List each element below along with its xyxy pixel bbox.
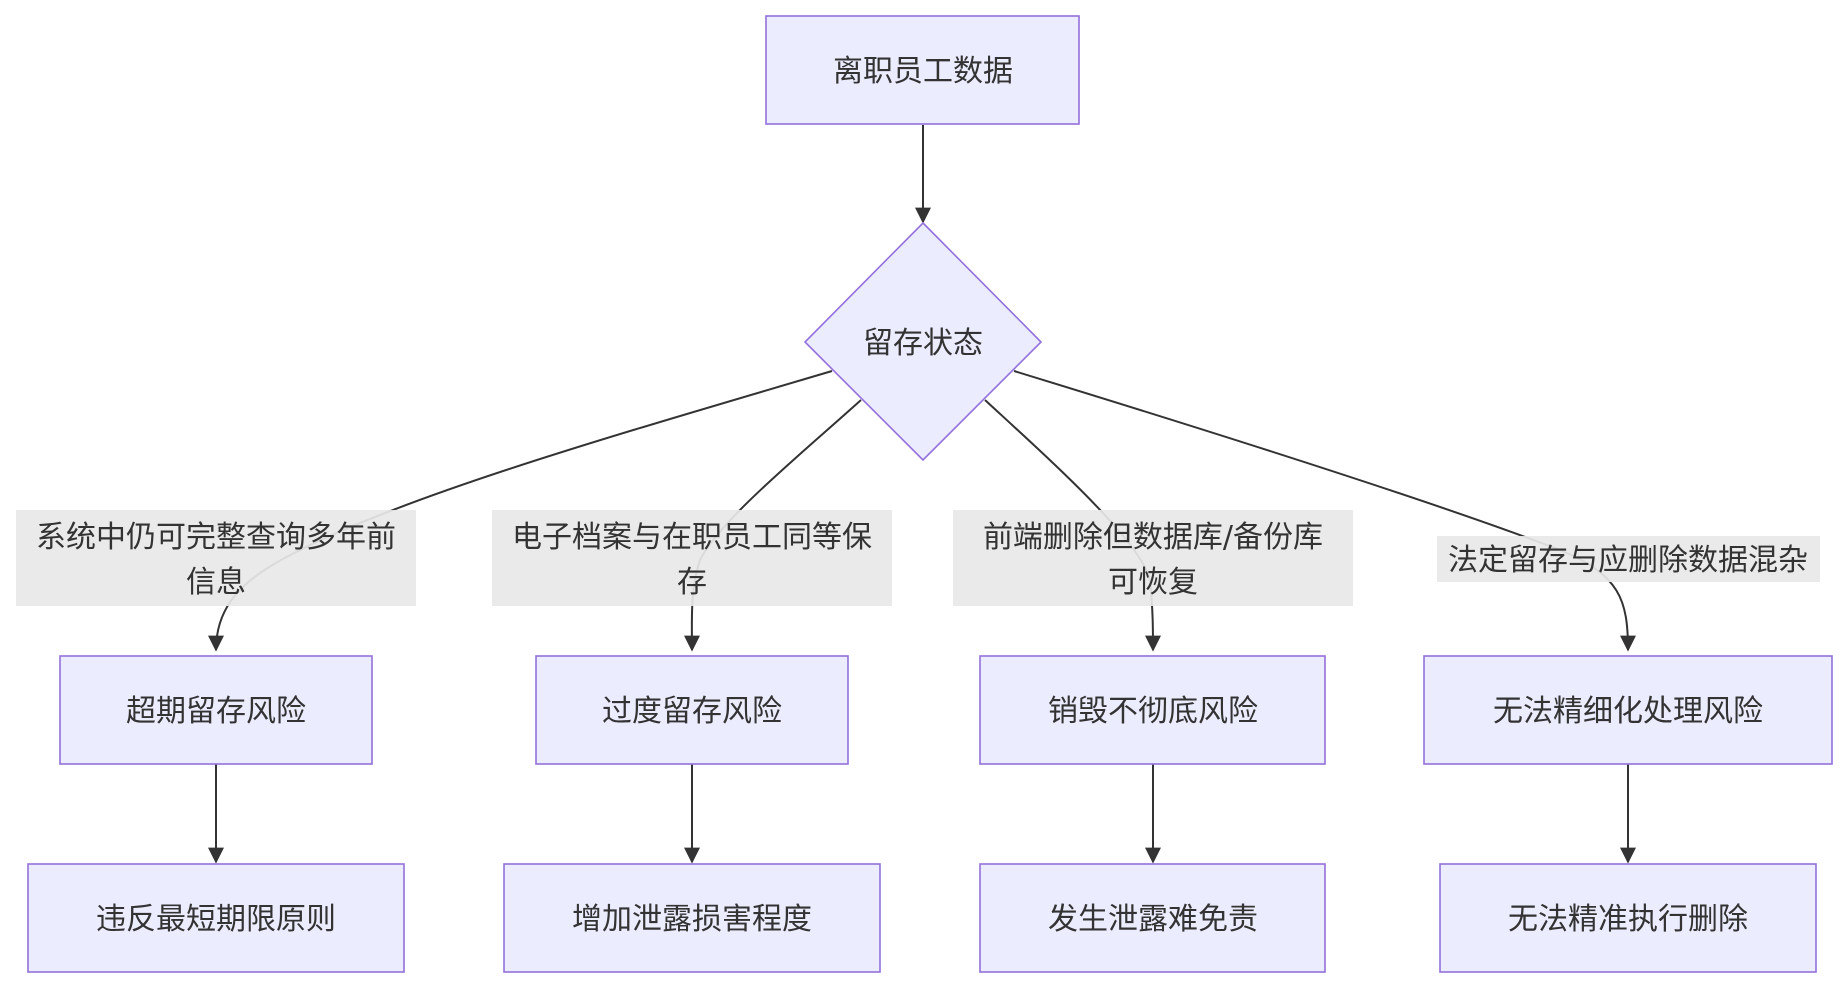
edge-label-1: 系统中仍可完整查询多年前 信息 bbox=[16, 510, 416, 606]
node-risk2-label: 过度留存风险 bbox=[602, 694, 782, 729]
edge-label-2-line-2: 存 bbox=[677, 565, 707, 600]
node-risk3-label: 销毁不彻底风险 bbox=[1048, 694, 1258, 729]
node-risk2[interactable]: 过度留存风险 bbox=[535, 655, 849, 765]
node-out1[interactable]: 违反最短期限原则 bbox=[27, 863, 405, 973]
node-risk1-label: 超期留存风险 bbox=[126, 694, 306, 729]
nodes: 离职员工数据 留存状态 超期留存风险 过度留存风险 销毁不彻底风险 无法精细化处… bbox=[27, 15, 1833, 973]
node-out2-label: 增加泄露损害程度 bbox=[572, 902, 812, 937]
node-out4-label: 无法精准执行删除 bbox=[1508, 902, 1748, 937]
node-decision-label: 留存状态 bbox=[863, 326, 983, 361]
node-risk4-label: 无法精细化处理风险 bbox=[1493, 694, 1763, 729]
node-out1-label: 违反最短期限原则 bbox=[96, 902, 336, 937]
edge-label-1-line-2: 信息 bbox=[186, 565, 246, 600]
edge-label-2-line-1: 电子档案与在职员工同等保 bbox=[512, 520, 872, 555]
node-risk4[interactable]: 无法精细化处理风险 bbox=[1423, 655, 1833, 765]
edge-label-1-line-1: 系统中仍可完整查询多年前 bbox=[36, 520, 396, 555]
node-root[interactable]: 离职员工数据 bbox=[765, 15, 1080, 125]
edge-label-3-line-2: 可恢复 bbox=[1108, 565, 1198, 600]
edge-label-3: 前端删除但数据库/备份库 可恢复 bbox=[953, 510, 1353, 606]
node-out4[interactable]: 无法精准执行删除 bbox=[1439, 863, 1817, 973]
edge-label-3-line-1: 前端删除但数据库/备份库 bbox=[983, 520, 1323, 555]
node-out2[interactable]: 增加泄露损害程度 bbox=[503, 863, 881, 973]
node-risk1[interactable]: 超期留存风险 bbox=[59, 655, 373, 765]
edge-decision-to-risk4 bbox=[1013, 370, 1636, 652]
edge-label-2: 电子档案与在职员工同等保 存 bbox=[492, 510, 892, 606]
node-root-label: 离职员工数据 bbox=[833, 54, 1013, 89]
edge-labels: 系统中仍可完整查询多年前 信息 电子档案与在职员工同等保 存 前端删除但数据库/… bbox=[16, 510, 1820, 606]
node-decision[interactable]: 留存状态 bbox=[803, 221, 1043, 462]
edge-label-4: 法定留存与应删除数据混杂 bbox=[1437, 536, 1820, 582]
node-risk3[interactable]: 销毁不彻底风险 bbox=[979, 655, 1326, 765]
node-out3-label: 发生泄露难免责 bbox=[1048, 902, 1258, 937]
node-out3[interactable]: 发生泄露难免责 bbox=[979, 863, 1326, 973]
edge-label-4-line-1: 法定留存与应删除数据混杂 bbox=[1448, 543, 1808, 578]
